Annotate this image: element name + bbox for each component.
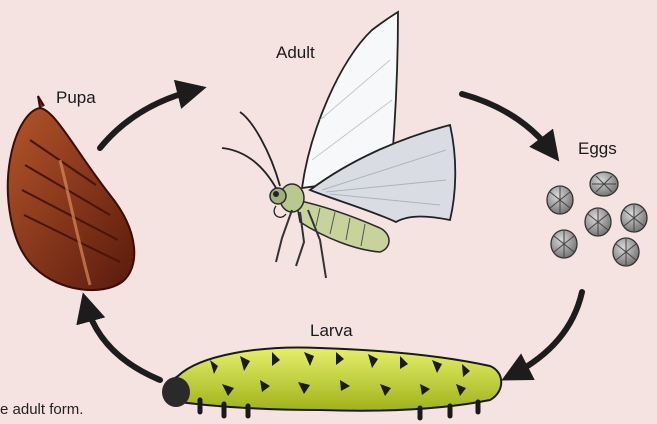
egg xyxy=(613,238,639,266)
pupa-illustration xyxy=(8,96,134,290)
label-larva: Larva xyxy=(310,322,353,339)
adult-butterfly-illustration xyxy=(222,12,455,278)
larva-illustration xyxy=(162,347,501,418)
caption-fragment: e adult form. xyxy=(0,402,83,417)
egg xyxy=(547,186,573,214)
eggs-illustration xyxy=(547,172,647,266)
egg xyxy=(585,208,611,236)
arrow-adult-to-eggs xyxy=(462,94,552,152)
label-pupa: Pupa xyxy=(56,89,96,106)
arrow-larva-to-pupa xyxy=(86,304,160,380)
label-eggs: Eggs xyxy=(578,140,617,157)
label-adult: Adult xyxy=(276,44,315,61)
arrow-eggs-to-larva xyxy=(512,292,582,375)
egg xyxy=(590,172,618,196)
egg xyxy=(621,204,647,232)
egg xyxy=(551,230,577,258)
arrow-pupa-to-adult xyxy=(100,90,195,148)
